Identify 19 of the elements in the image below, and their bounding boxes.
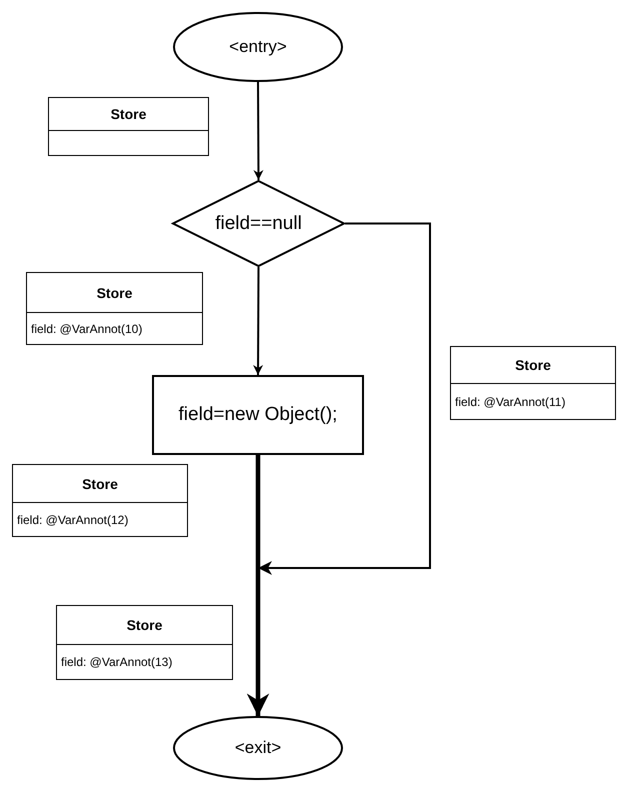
terminal-label: <exit> (234, 738, 282, 758)
store-table (48, 97, 209, 156)
table-row: field: @VarAnnot(11) (455, 394, 566, 408)
table-header: Store (515, 357, 551, 373)
store-table (56, 605, 233, 680)
table-row: field: @VarAnnot(12) (17, 512, 128, 526)
store-table (450, 346, 616, 420)
condition-label: field==null (215, 212, 302, 234)
table-header: Store (110, 106, 146, 122)
process-box (152, 375, 364, 455)
table-header: Store (82, 476, 118, 492)
table-header: Store (126, 617, 162, 633)
terminal-label: <entry> (229, 37, 287, 57)
statement-label: field=new Object(); (178, 404, 338, 426)
store-table (12, 464, 188, 537)
table-row: field: @VarAnnot(10) (31, 322, 142, 336)
table-row: field: @VarAnnot(13) (61, 655, 172, 669)
store-table (26, 272, 203, 345)
table-header: Store (96, 284, 132, 300)
